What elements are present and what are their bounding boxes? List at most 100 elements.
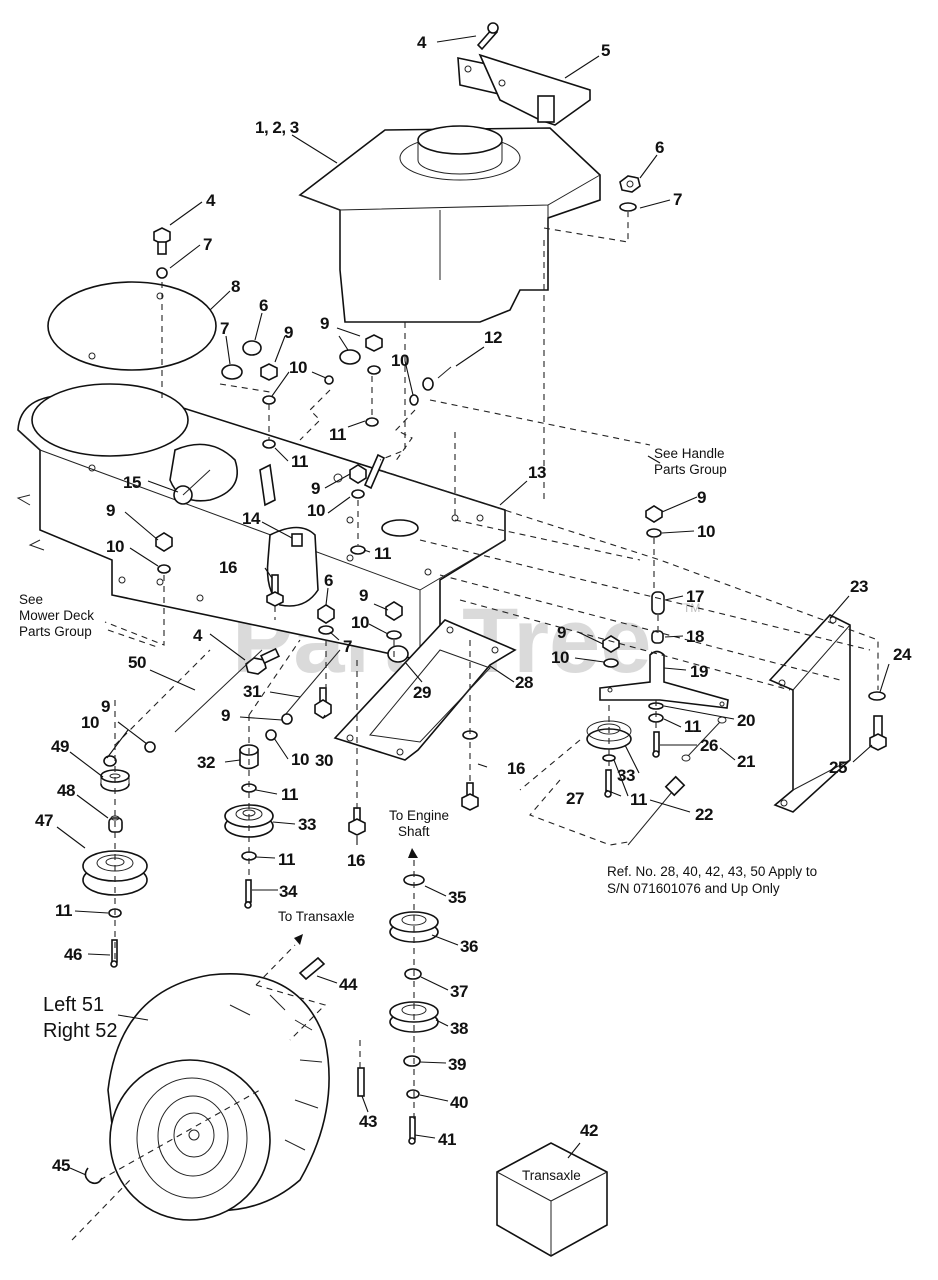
part-4-bolt-top[interactable] — [476, 22, 499, 51]
part-14-plate-tab — [291, 533, 303, 547]
part-26-bolt[interactable] — [652, 731, 660, 758]
part-7-washer-low[interactable] — [318, 625, 334, 635]
part-10-washer-right[interactable] — [646, 528, 662, 538]
part-17-spacer[interactable] — [651, 591, 665, 615]
callout-10-f: 10 — [291, 750, 309, 769]
callout-10-e: 10 — [551, 648, 569, 667]
callout-14: 14 — [242, 509, 261, 528]
part-10-washer-c-small[interactable] — [409, 394, 419, 406]
part-9-nut-a[interactable] — [260, 363, 278, 381]
part-34-bolt[interactable] — [244, 879, 252, 909]
part-10-washer-a[interactable] — [262, 395, 276, 405]
part-9-nut-e[interactable] — [602, 635, 620, 653]
part-9-nut-b-flange[interactable] — [339, 349, 361, 365]
part-10-washer-b[interactable] — [367, 365, 381, 375]
part-37-spacer[interactable] — [404, 968, 422, 980]
part-6-nut-right[interactable] — [619, 175, 641, 193]
callout-42: 42 — [580, 1121, 598, 1140]
part-6-nut-low[interactable] — [317, 604, 335, 624]
part-16-bolt-a[interactable] — [266, 574, 284, 607]
part-50-rod[interactable] — [174, 649, 263, 733]
part-19-idler-arm[interactable] — [599, 650, 729, 709]
callout-9-d: 9 — [359, 586, 368, 605]
callout-37: 37 — [450, 982, 468, 1001]
callout-10-right: 10 — [697, 522, 715, 541]
part-10-washer-left[interactable] — [157, 564, 171, 574]
part-45-clip[interactable] — [84, 1167, 103, 1185]
wheel[interactable] — [107, 973, 330, 1221]
part-18-bushing[interactable] — [651, 630, 664, 644]
part-27-bolt[interactable] — [604, 769, 612, 798]
part-10-washer-d[interactable] — [386, 630, 402, 640]
part-10-washer-e[interactable] — [603, 658, 619, 668]
part-41-bolt[interactable] — [408, 1116, 416, 1145]
part-23-bracket[interactable] — [768, 614, 851, 813]
callout-7-low: 7 — [343, 637, 352, 656]
callout-33-mid: 33 — [298, 815, 316, 834]
part-10-washer-g[interactable] — [103, 755, 117, 767]
part-13-frame[interactable] — [16, 383, 506, 661]
note-mower-deck-line1: See — [19, 592, 43, 607]
part-10-washer-c[interactable] — [351, 489, 365, 499]
part-33-pulley-mid[interactable] — [224, 804, 274, 838]
callout-33-right: 33 — [617, 766, 635, 785]
callout-11-f: 11 — [281, 785, 298, 804]
callout-11-h: 11 — [55, 901, 72, 920]
part-40-washer[interactable] — [406, 1089, 420, 1099]
part-11-washer-b[interactable] — [365, 417, 379, 427]
part-42-transaxle[interactable] — [496, 1142, 608, 1257]
part-11-washer-c[interactable] — [350, 545, 366, 555]
part-22-adjuster-rod[interactable] — [627, 775, 686, 846]
part-39-spacer[interactable] — [403, 1055, 421, 1067]
part-7-washer-mid[interactable] — [221, 364, 243, 380]
engine[interactable] — [298, 125, 601, 323]
callout-20: 20 — [737, 711, 755, 730]
part-9-nut-right[interactable] — [645, 505, 663, 523]
part-10-washer-b-small[interactable] — [324, 375, 334, 385]
callout-35: 35 — [448, 888, 466, 907]
part-12-nut[interactable] — [422, 377, 434, 391]
part-9-nut-g[interactable] — [144, 741, 156, 753]
part-6-nut-mid[interactable] — [242, 340, 262, 356]
note-engine-shaft-line2: Shaft — [398, 824, 430, 839]
part-4-bolt-left[interactable] — [153, 227, 171, 255]
part-24-washer[interactable] — [868, 691, 886, 701]
phantom-lines — [71, 212, 879, 1241]
callout-5: 5 — [601, 41, 610, 60]
part-9-nut-d[interactable] — [385, 601, 403, 621]
part-43-key[interactable] — [357, 1067, 365, 1097]
part-9-nut-c[interactable] — [349, 464, 367, 484]
part-38-pulley[interactable] — [389, 1001, 439, 1033]
part-10-washer-f[interactable] — [265, 729, 277, 741]
part-11-washer-a[interactable] — [262, 439, 276, 449]
part-33-pulley-right[interactable] — [586, 720, 632, 750]
callout-9-right: 9 — [697, 488, 706, 507]
part-29-nut[interactable] — [387, 645, 409, 663]
callout-11-d: 11 — [684, 717, 701, 736]
part-31-rod[interactable] — [284, 649, 341, 716]
part-9-nut-f[interactable] — [281, 713, 293, 725]
callout-16-a: 16 — [219, 558, 237, 577]
callout-27: 27 — [566, 789, 584, 808]
part-16-bolt-c[interactable] — [348, 807, 366, 836]
part-46-bolt[interactable] — [110, 939, 118, 968]
part-30-bolt[interactable] — [314, 687, 332, 719]
callout-34: 34 — [279, 882, 298, 901]
part-7-washer-right[interactable] — [619, 202, 637, 212]
callout-49: 49 — [51, 737, 69, 756]
part-9-nut-left[interactable] — [155, 532, 173, 552]
part-8-cover[interactable] — [47, 281, 217, 371]
callout-4-low: 4 — [193, 626, 203, 645]
part-44-key[interactable] — [298, 956, 326, 981]
part-16-bolt-b[interactable] — [461, 782, 479, 811]
part-12-spring-pin[interactable] — [437, 366, 452, 379]
part-5-bracket[interactable] — [457, 53, 591, 126]
callout-10-g: 10 — [81, 713, 99, 732]
callout-44: 44 — [339, 975, 358, 994]
part-9-nut-b[interactable] — [365, 334, 383, 352]
callout-9-f: 9 — [221, 706, 230, 725]
callout-45: 45 — [52, 1156, 70, 1175]
part-25-bolt[interactable] — [869, 715, 887, 751]
part-7-washer-left[interactable] — [156, 267, 168, 279]
part-32-spacer[interactable] — [239, 744, 259, 770]
